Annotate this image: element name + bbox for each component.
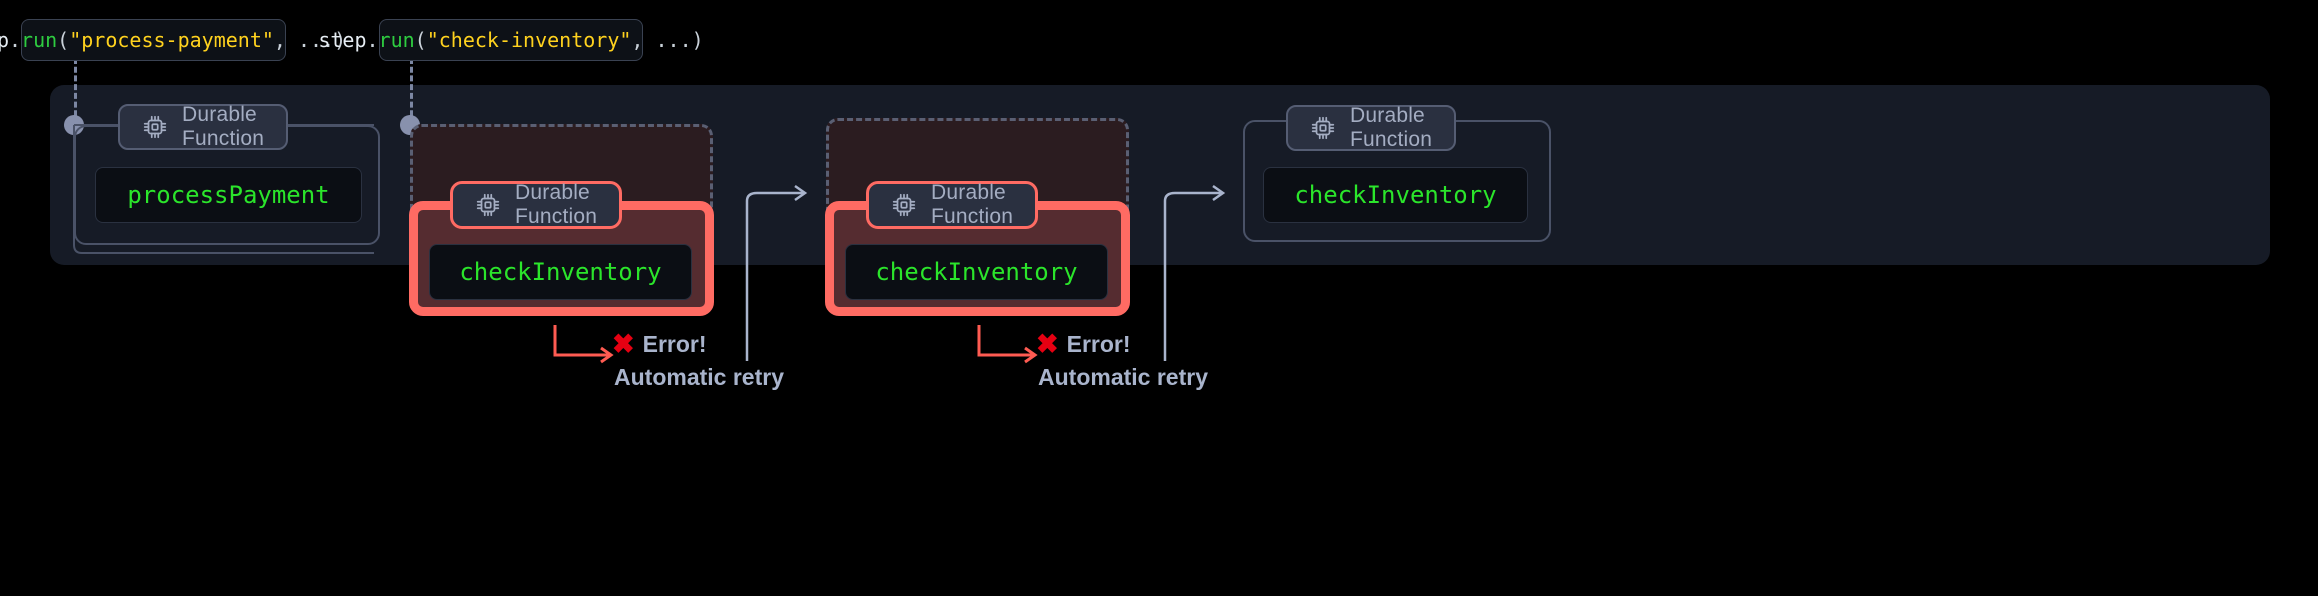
error-1-title-row: ✖ Error! [612, 331, 784, 358]
error-1-title: Error! [642, 331, 707, 357]
attempt-1-code-box: checkInventory [429, 244, 692, 300]
tooltip-arg: "check-inventory" [426, 28, 632, 52]
tooltip-open-paren: ( [414, 28, 427, 52]
tooltip-method: run [378, 28, 415, 52]
connector-line-1 [74, 58, 77, 125]
attempt-1-code-text: checkInventory [459, 258, 662, 286]
tooltip-object: step [318, 28, 367, 52]
tooltip-dot: . [9, 28, 22, 52]
attempt-2-code-text: checkInventory [875, 258, 1078, 286]
code-tooltip-process-payment: step.run("process-payment", ...) [0, 19, 346, 61]
step-1-code-box: processPayment [95, 167, 362, 223]
error-1-subtitle: Automatic retry [614, 364, 784, 390]
attempt-1-chip-label: Durable Function [515, 181, 598, 228]
cpu-chip-icon [142, 114, 168, 140]
cpu-chip-icon [1310, 115, 1336, 141]
error-callout-2: ✖ Error! Automatic retry [1036, 331, 1208, 391]
tooltip-rest: , ...) [631, 28, 704, 52]
attempt-3-code-box: checkInventory [1263, 167, 1528, 223]
attempt-1-chip[interactable]: Durable Function [450, 181, 623, 229]
attempt-2-chip[interactable]: Durable Function [866, 181, 1039, 229]
error-x-icon: ✖ [612, 329, 635, 359]
attempt-2-code-box: checkInventory [845, 244, 1108, 300]
error-2-arrow [977, 325, 1038, 364]
tooltip-method: run [21, 28, 58, 52]
tooltip-object: step [0, 28, 9, 52]
tooltip-open-paren: ( [57, 28, 70, 52]
error-2-title: Error! [1066, 331, 1131, 357]
code-tooltip-check-inventory: step.run("check-inventory", ...) [318, 19, 704, 61]
error-x-icon: ✖ [1036, 329, 1059, 359]
tooltip-dot: . [366, 28, 379, 52]
error-callout-1: ✖ Error! Automatic retry [612, 331, 784, 391]
retry-arrow-2 [1163, 184, 1226, 361]
step-1-chip-label: Durable Function [182, 103, 265, 150]
attempt-3-chip[interactable]: Durable Function [1286, 104, 1457, 151]
error-2-title-row: ✖ Error! [1036, 331, 1208, 358]
step-1-code-text: processPayment [127, 181, 330, 209]
tooltip-arg: "process-payment" [69, 28, 274, 52]
attempt-3-code-text: checkInventory [1294, 181, 1497, 209]
attempt-3-chip-label: Durable Function [1350, 104, 1433, 151]
tooltip-rest: , ...) [273, 28, 347, 52]
error-1-arrow [553, 325, 614, 364]
retry-arrow-1 [745, 184, 808, 361]
error-2-subtitle: Automatic retry [1038, 364, 1208, 390]
attempt-2-chip-label: Durable Function [931, 181, 1014, 228]
connector-line-2 [410, 58, 413, 125]
cpu-chip-icon [891, 192, 917, 218]
step-1-chip[interactable]: Durable Function [118, 103, 289, 150]
cpu-chip-icon [475, 192, 501, 218]
